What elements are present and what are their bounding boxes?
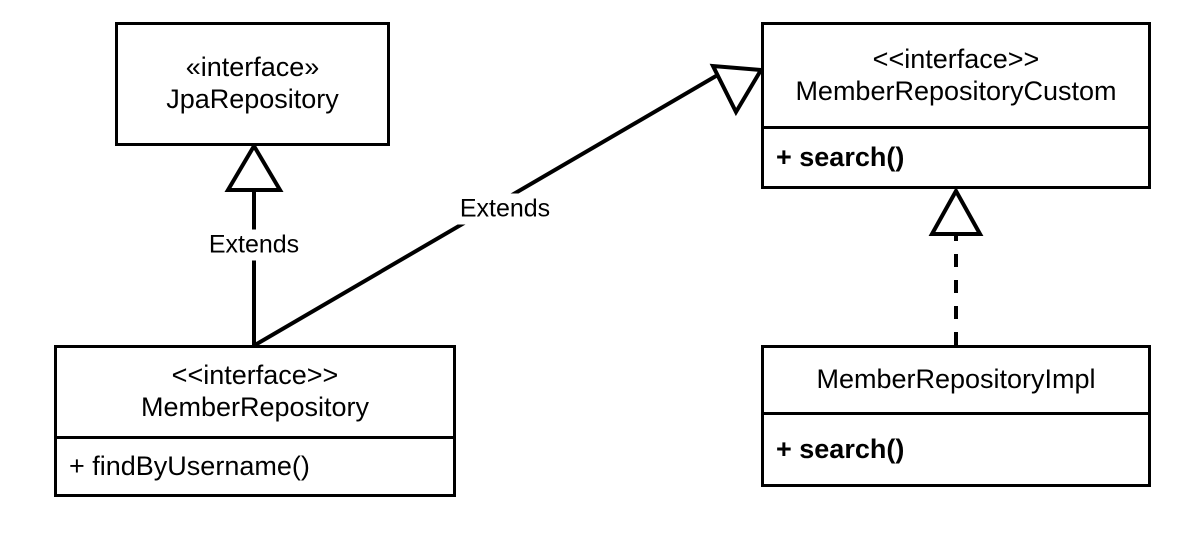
class-name-compartment: <<interface>> MemberRepository — [57, 348, 453, 436]
class-title: MemberRepository — [140, 392, 370, 423]
class-name-compartment: MemberRepositoryImpl — [764, 348, 1148, 412]
class-member: + search() — [776, 142, 905, 173]
uml-class-member-repository-impl[interactable]: MemberRepositoryImpl + search() — [761, 345, 1151, 487]
class-members-compartment: + search() — [764, 126, 1148, 186]
class-stereotype: <<interface>> — [171, 360, 339, 391]
class-stereotype: <<interface>> — [872, 43, 1040, 74]
uml-class-member-repository-custom[interactable]: <<interface>> MemberRepositoryCustom + s… — [761, 22, 1151, 189]
hollow-triangle-arrowhead-icon — [709, 63, 765, 117]
class-name-compartment: «interface» JpaRepository — [118, 25, 387, 143]
class-title: MemberRepositoryCustom — [795, 75, 1117, 106]
class-stereotype: «interface» — [185, 52, 320, 83]
class-members-compartment: + search() — [764, 412, 1148, 484]
class-members-compartment: + findByUsername() — [57, 436, 453, 494]
class-title: MemberRepositoryImpl — [816, 364, 1096, 395]
class-name-compartment: <<interface>> MemberRepositoryCustom — [764, 25, 1148, 126]
connector-implements-member-repository-custom — [928, 186, 984, 345]
uml-class-member-repository[interactable]: <<interface>> MemberRepository + findByU… — [54, 345, 456, 497]
connector-label-extends-member-repository-custom: Extends — [453, 193, 557, 225]
connector-label-extends-jpa-repository: Extends — [202, 229, 306, 261]
uml-class-jpa-repository[interactable]: «interface» JpaRepository — [115, 22, 390, 146]
class-member: + search() — [776, 434, 905, 465]
class-member: + findByUsername() — [69, 451, 310, 482]
class-title: JpaRepository — [166, 84, 339, 114]
hollow-triangle-arrowhead-icon — [928, 186, 984, 236]
hollow-triangle-arrowhead-icon — [224, 142, 284, 192]
